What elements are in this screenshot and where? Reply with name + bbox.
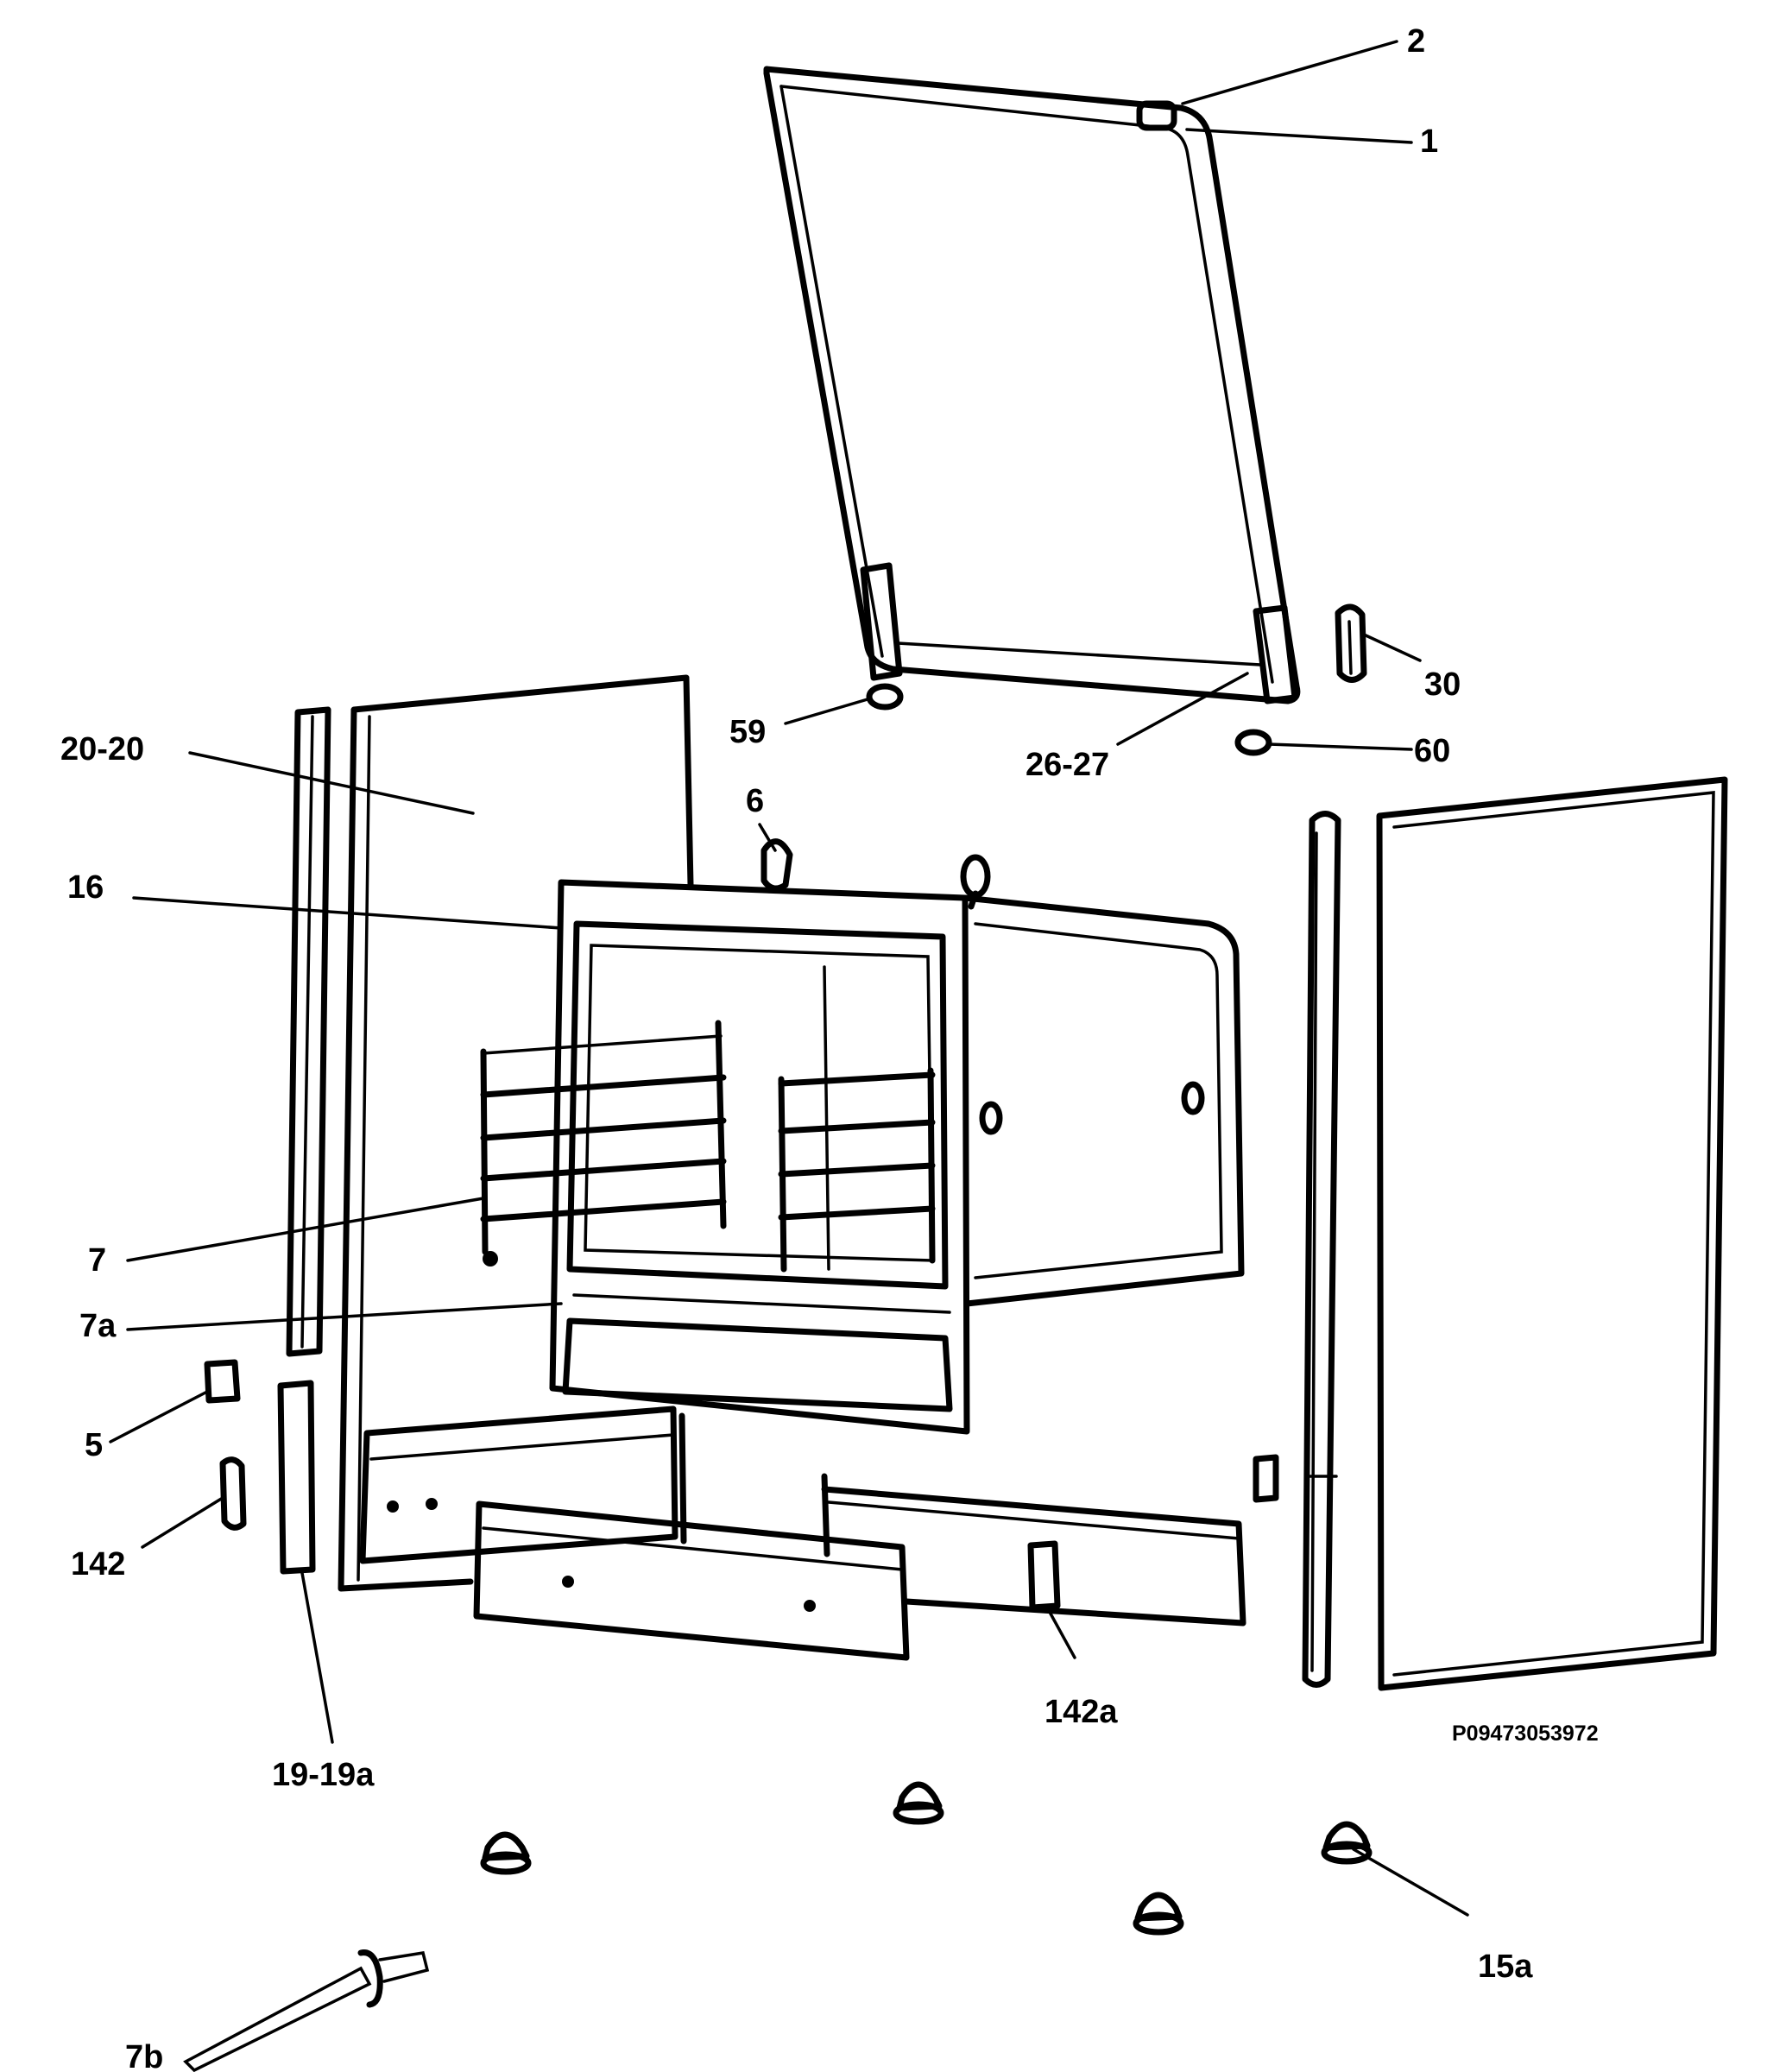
cavity-support-post bbox=[678, 1412, 687, 1545]
label-30: 30 bbox=[1424, 666, 1461, 703]
drawing-code: P09473053972 bbox=[1452, 1721, 1599, 1746]
bottom-rear-panel bbox=[821, 1473, 1246, 1627]
label-142: 142 bbox=[71, 1546, 125, 1582]
label-6: 6 bbox=[746, 783, 764, 819]
clip-30 bbox=[1335, 603, 1367, 683]
label-1: 1 bbox=[1420, 123, 1438, 160]
screw-7b bbox=[183, 1949, 430, 2072]
bottom-front-panel bbox=[473, 1500, 910, 1661]
label-19-19a: 19-19a bbox=[272, 1757, 375, 1793]
label-15a: 15a bbox=[1478, 1949, 1533, 1985]
label-7: 7 bbox=[88, 1242, 106, 1279]
clip-6 bbox=[760, 838, 793, 892]
label-60: 60 bbox=[1414, 733, 1450, 769]
oven-cavity bbox=[549, 854, 1245, 1435]
foot bbox=[1321, 1821, 1373, 1865]
label-7a: 7a bbox=[79, 1308, 117, 1344]
label-5: 5 bbox=[85, 1427, 103, 1463]
left-side-panel bbox=[338, 674, 694, 1592]
clip-142 bbox=[219, 1456, 247, 1531]
side-strip-19 bbox=[277, 706, 331, 1575]
label-26-27: 26-27 bbox=[1026, 747, 1109, 783]
leader-lines bbox=[109, 40, 1469, 1917]
label-7b: 7b bbox=[125, 2039, 163, 2072]
label-59: 59 bbox=[729, 714, 766, 750]
label-142a: 142a bbox=[1044, 1694, 1118, 1730]
shelf-rack-right bbox=[778, 965, 936, 1273]
top-cover-frame bbox=[763, 66, 1301, 704]
clip-right bbox=[1253, 1454, 1279, 1503]
foot bbox=[1133, 1892, 1184, 1936]
hinge-59 bbox=[866, 683, 904, 711]
callout-labels: 2 1 30 59 26-27 60 20-20 6 16 7 7a 5 142… bbox=[60, 23, 1599, 2072]
right-side-panel bbox=[1376, 776, 1728, 1691]
label-16: 16 bbox=[67, 869, 104, 906]
hinge-60 bbox=[1234, 729, 1272, 756]
label-2: 2 bbox=[1407, 23, 1425, 60]
foot bbox=[893, 1781, 944, 1825]
clip-5 bbox=[204, 1359, 241, 1404]
label-20-20: 20-20 bbox=[60, 731, 144, 768]
foot bbox=[480, 1831, 532, 1875]
right-side-strip bbox=[1302, 811, 1341, 1688]
shelf-rack-left bbox=[480, 1020, 727, 1267]
